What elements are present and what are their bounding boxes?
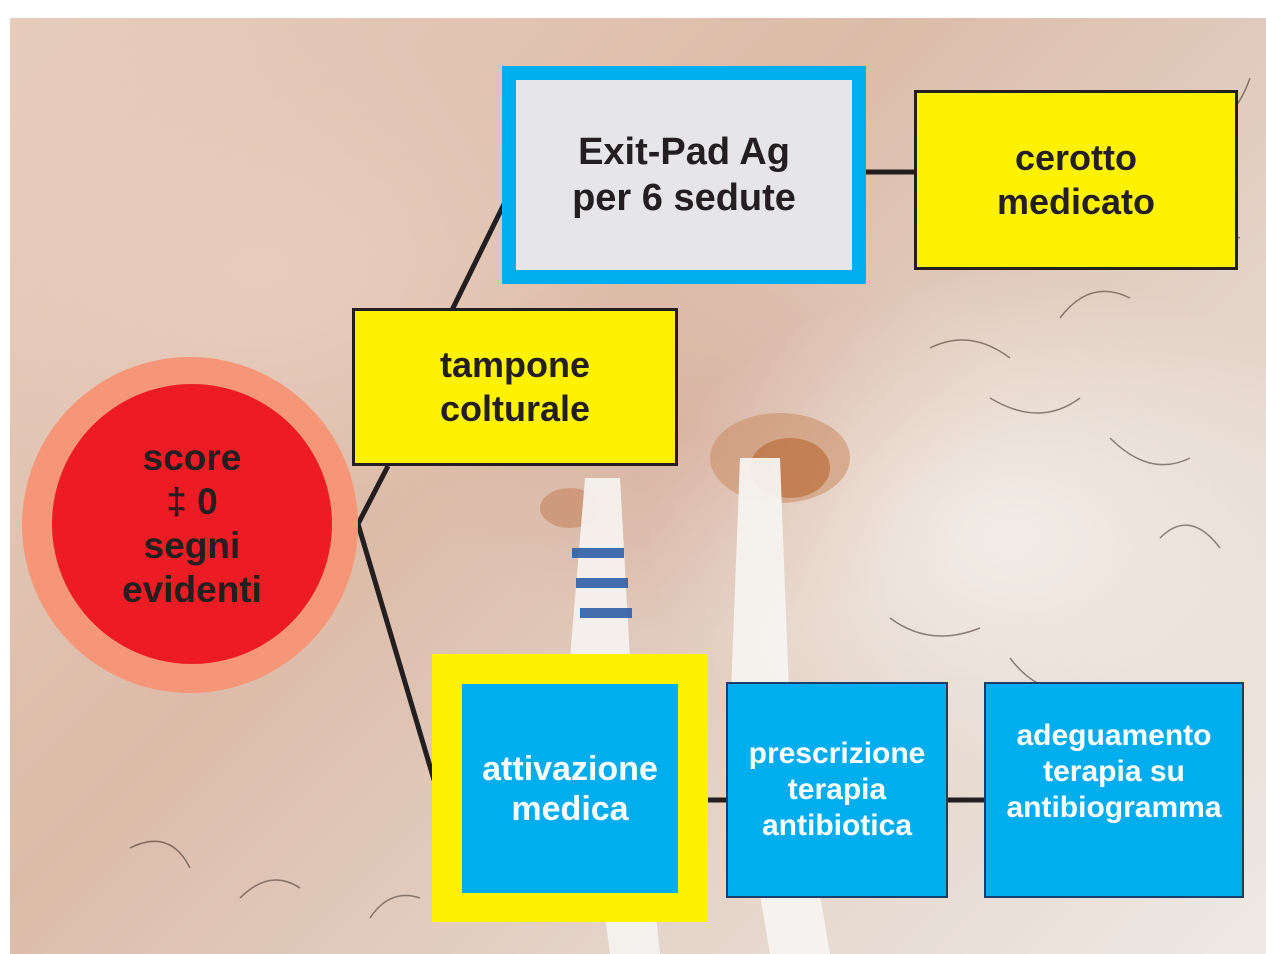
edge-score-attivazione (358, 524, 434, 780)
adeguamento-label: adeguamento terapia su antibiogramma (1006, 718, 1221, 826)
tampone-node: tampone colturale (352, 308, 678, 466)
prescrizione-node: prescrizione terapia antibiotica (726, 682, 948, 898)
tampone-label: tampone colturale (440, 343, 590, 431)
edge-score-tampone (358, 466, 388, 524)
score-node: score ‡ 0 segni evidenti (52, 384, 332, 664)
attivazione-label: attivazione medica (482, 749, 658, 829)
prescrizione-label: prescrizione terapia antibiotica (749, 736, 926, 844)
exit-pad-label: Exit-Pad Ag per 6 sedute (572, 129, 796, 221)
adeguamento-node: adeguamento terapia su antibiogramma (984, 682, 1244, 898)
exit-pad-node: Exit-Pad Ag per 6 sedute (502, 66, 866, 284)
cerotto-label: cerotto medicato (997, 136, 1155, 224)
edge-tampone-exitpad (452, 200, 506, 310)
score-label: score ‡ 0 segni evidenti (122, 436, 262, 612)
cerotto-node: cerotto medicato (914, 90, 1238, 270)
attivazione-node: attivazione medica (462, 684, 678, 893)
